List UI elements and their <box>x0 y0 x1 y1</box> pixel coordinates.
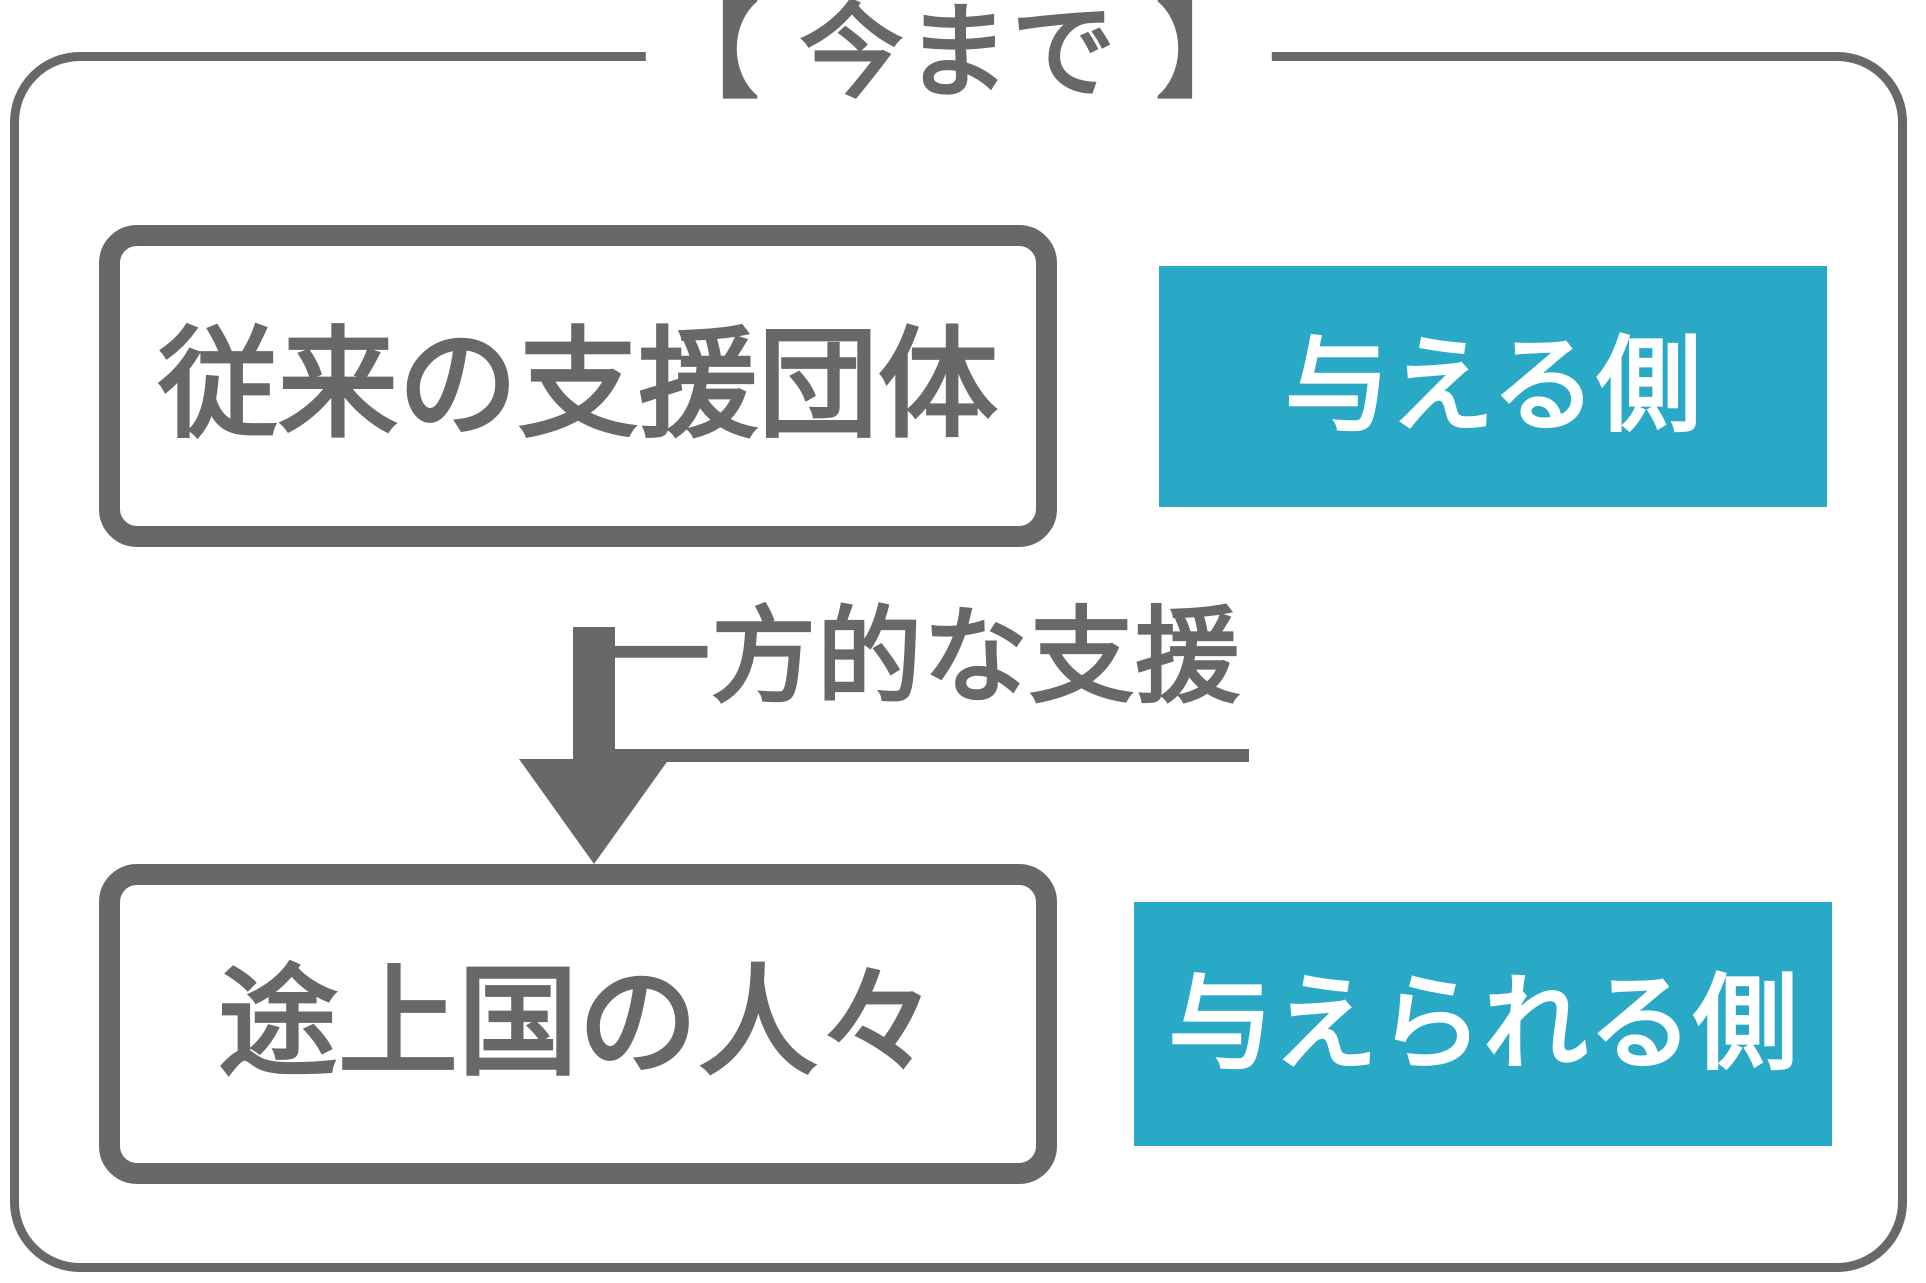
relation-label: 一方的な支援 <box>597 592 1250 763</box>
recipient-box-label: 途上国の人々 <box>218 954 938 1093</box>
recipient-role-label: 与えられる側 <box>1167 962 1798 1085</box>
down-arrow-icon <box>573 627 615 759</box>
diagram-frame: 【 今まで 】 従来の支援団体 与える側 一方的な支援 途上国の人々 与えられる… <box>10 0 1907 1272</box>
down-arrow-head-icon <box>519 759 669 864</box>
giver-box: 従来の支援団体 <box>99 225 1057 547</box>
giver-box-label: 従来の支援団体 <box>158 316 998 455</box>
recipient-box: 途上国の人々 <box>99 864 1057 1184</box>
recipient-role-tag: 与えられる側 <box>1134 902 1832 1146</box>
giver-role-tag: 与える側 <box>1159 266 1827 507</box>
giver-role-label: 与える側 <box>1284 325 1702 447</box>
diagram-title: 【 今まで 】 <box>645 0 1272 113</box>
